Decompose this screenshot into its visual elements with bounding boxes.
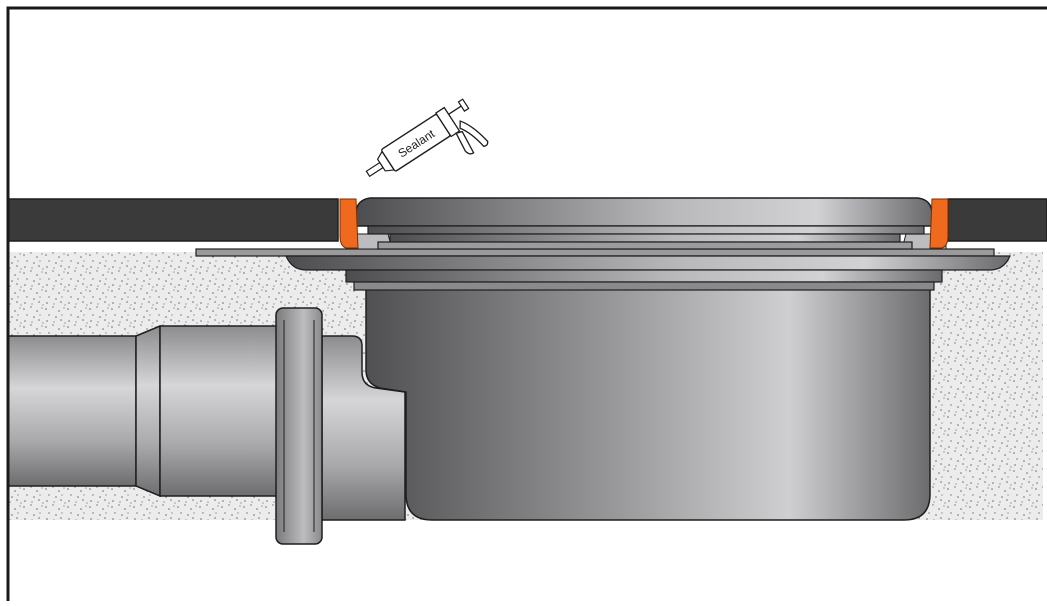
- floor-tile-left: [7, 198, 339, 242]
- drain-top-rim: [355, 197, 933, 250]
- floor-tile-right: [947, 198, 1047, 242]
- diagram-frame: [6, 6, 1047, 601]
- sealant-gun: Sealant: [365, 98, 489, 178]
- outlet-pipe: [7, 324, 281, 498]
- drain-flange: [195, 248, 1011, 291]
- drain-body: [321, 281, 931, 521]
- sealant-bead-left: [339, 198, 359, 249]
- pipe-coupling: [275, 307, 323, 545]
- sealant-bead-right: [929, 198, 949, 249]
